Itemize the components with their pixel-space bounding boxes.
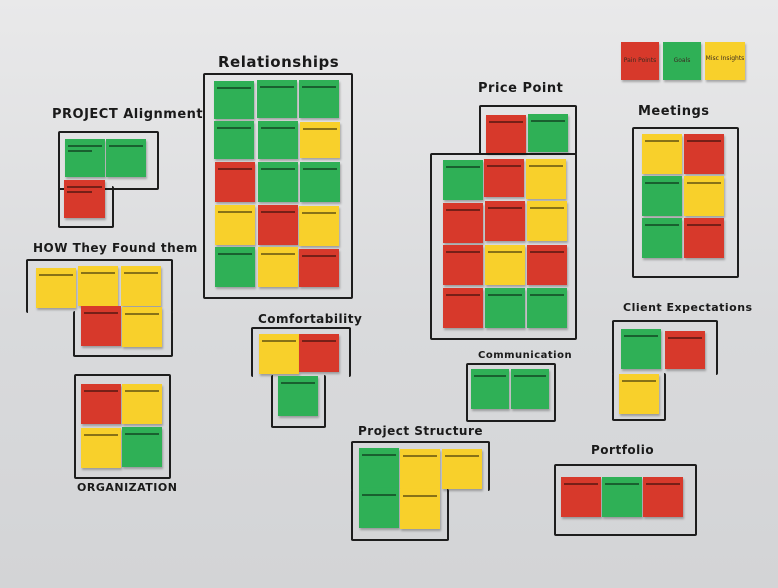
sticky-note: [300, 162, 340, 202]
legend-pain-points-note: [621, 42, 659, 80]
sticky-note: [642, 134, 682, 174]
sticky-note: [258, 121, 298, 159]
sticky-note: [64, 180, 105, 218]
sticky-note: [215, 247, 255, 287]
sticky-note: [443, 245, 483, 285]
sticky-note: [106, 139, 146, 177]
sticky-note: [258, 247, 298, 287]
sticky-note: [215, 205, 255, 245]
sticky-note: [258, 205, 298, 245]
sticky-note: [643, 477, 683, 517]
sticky-note: [278, 376, 318, 416]
legend-goals-label: Goals: [673, 57, 691, 64]
sticky-note: [214, 81, 254, 119]
legend-goals-note: [663, 42, 701, 80]
legend-misc-insights-note: [705, 42, 745, 80]
sticky-note: [485, 288, 525, 328]
sticky-note: [684, 176, 724, 216]
comfortability-frame-top: [251, 327, 351, 377]
communication-title: Communication: [478, 350, 573, 361]
sticky-note: [443, 203, 483, 243]
comfortability-title: Comfortability: [258, 312, 363, 326]
relationships-title: Relationships: [218, 53, 340, 71]
sticky-note: [642, 176, 682, 216]
how-they-found-them-frame-top: [26, 259, 173, 313]
organization-title: ORGANIZATION: [77, 481, 178, 494]
meetings-title: Meetings: [638, 104, 710, 119]
sticky-note: [257, 80, 297, 118]
client-expectations-frame-bottom: [612, 373, 666, 421]
sticky-note: [81, 306, 121, 346]
sticky-note: [359, 448, 399, 488]
sticky-note: [619, 374, 659, 414]
comfortability-frame-bottom: [271, 375, 326, 428]
sticky-note: [299, 249, 339, 287]
client-expectations-title: Client Expectations: [623, 301, 753, 314]
portfolio-frame: [554, 464, 697, 536]
portfolio-title: Portfolio: [591, 443, 655, 457]
legend-pain-points-label: Pain Points: [623, 57, 657, 64]
project-structure-frame-bottom: [351, 489, 449, 541]
sticky-note: [642, 218, 682, 258]
sticky-note: [400, 449, 440, 489]
sticky-note: [526, 159, 566, 199]
client-expectations-frame-top: [612, 320, 718, 375]
sticky-note: [81, 384, 121, 424]
project-alignment-title: PROJECT Alignment: [52, 107, 204, 122]
sticky-note: [65, 139, 105, 177]
sticky-note: [527, 245, 567, 285]
sticky-note: [299, 334, 339, 372]
sticky-note: [684, 134, 724, 174]
sticky-note: [527, 288, 567, 328]
sticky-note: [121, 266, 161, 306]
relationships-frame: [203, 73, 353, 299]
sticky-note: [300, 122, 340, 158]
price-point-title: Price Point: [478, 81, 564, 96]
meetings-frame: [632, 127, 739, 278]
organization-frame: [74, 374, 171, 479]
sticky-note: [259, 334, 299, 374]
legend-misc-insights-label: Misc Insights: [705, 55, 745, 62]
sticky-note: [484, 159, 524, 197]
sticky-note: [443, 160, 483, 200]
sticky-note: [665, 331, 705, 369]
project-structure-title: Project Structure: [358, 424, 484, 438]
sticky-note: [485, 201, 525, 241]
sticky-note: [78, 266, 118, 306]
price-point-frame: [430, 153, 577, 340]
how-they-found-them-title: HOW They Found them: [33, 241, 198, 255]
sticky-note: [602, 477, 642, 517]
sticky-note: [122, 427, 162, 467]
sticky-note: [299, 206, 339, 246]
project-alignment-frame: [58, 131, 159, 190]
sticky-note: [485, 245, 525, 285]
sticky-note: [214, 121, 254, 159]
sticky-note: [36, 268, 76, 308]
sticky-note: [442, 449, 482, 489]
sticky-note: [122, 384, 162, 424]
sticky-note: [258, 162, 298, 202]
sticky-note: [299, 80, 339, 118]
sticky-note: [684, 218, 724, 258]
sticky-note: [528, 114, 568, 152]
project-structure-frame-top: [351, 441, 490, 491]
project-alignment-frame-lower: [58, 186, 114, 228]
sticky-note: [561, 477, 601, 517]
communication-frame: [466, 363, 556, 422]
sticky-note: [81, 428, 121, 468]
sticky-note: [400, 489, 440, 529]
sticky-note: [359, 488, 399, 528]
sticky-note: [511, 369, 549, 409]
price-point-frame-top: [479, 105, 577, 155]
sticky-note: [486, 115, 526, 153]
sticky-note: [621, 329, 661, 369]
how-they-found-them-frame-bottom: [73, 311, 173, 357]
sticky-note: [215, 162, 255, 202]
sticky-note: [122, 307, 162, 347]
sticky-note: [527, 201, 567, 241]
sticky-note: [471, 369, 509, 409]
sticky-note: [443, 288, 483, 328]
